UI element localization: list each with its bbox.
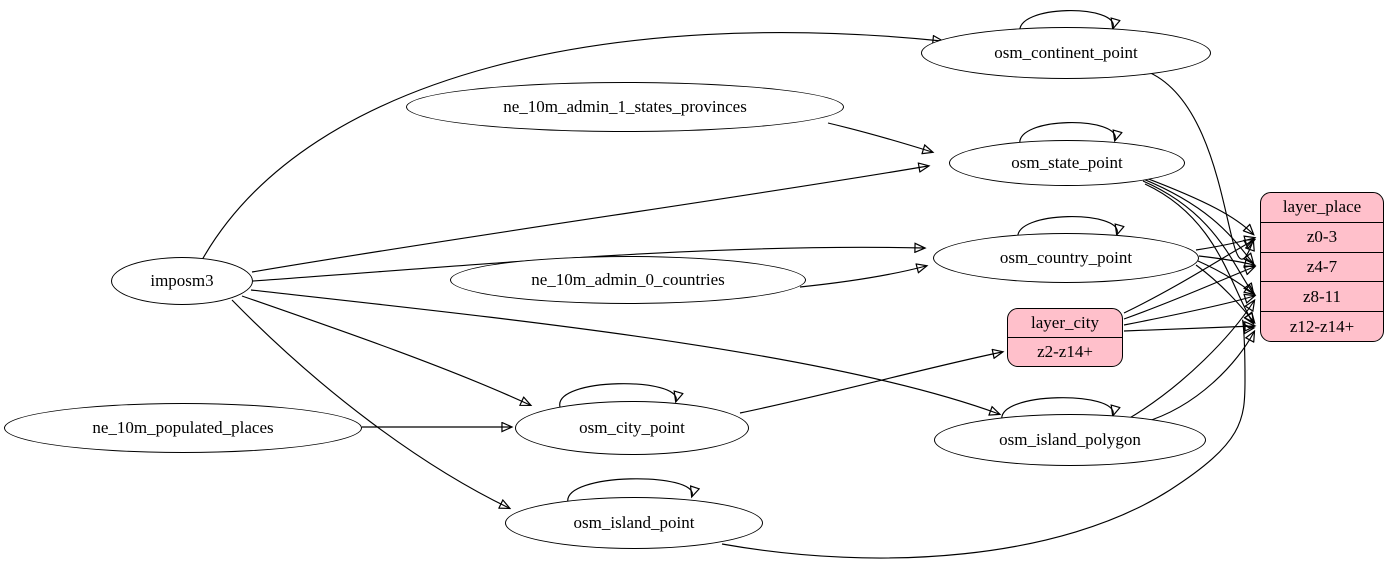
layer-place-row-z12-z14: z12-z14+ <box>1261 311 1383 341</box>
layer-city-title: layer_city <box>1031 313 1099 332</box>
edge-osm_island_point-layer_place-z12-z14 <box>721 319 1253 559</box>
node-imposm3: imposm3 <box>111 257 253 305</box>
edge-osm_city_point-layer_city <box>739 352 1002 414</box>
node-osm-island-point: osm_island_point <box>505 497 763 549</box>
edge-osm_country_point-layer_place-z4-7 <box>1198 255 1254 265</box>
node-layer-place: layer_place z0-3 z4-7 z8-11 z12-z14+ <box>1260 192 1384 342</box>
node-osm-city-point: osm_city_point <box>515 401 749 455</box>
node-osm-continent-point-label: osm_continent_point <box>994 43 1138 62</box>
edge-ne_10m_admin_0_countries-osm_country_point <box>799 266 926 288</box>
node-ne-10m-admin-1-states-provinces-label: ne_10m_admin_1_states_provinces <box>503 97 747 116</box>
edge-osm_island_polygon-layer_place-z8-11 <box>1127 301 1254 420</box>
layer-place-row-z0-3: z0-3 <box>1261 221 1383 252</box>
node-osm-state-point: osm_state_point <box>949 140 1185 186</box>
edge-osm_state_point-layer_place-z8-11 <box>1142 180 1253 293</box>
edge-layer_city-layer_place-z8-11 <box>1123 296 1254 326</box>
selfloop-osm_city_point <box>559 383 677 408</box>
node-ne-10m-admin-1-states-provinces: ne_10m_admin_1_states_provinces <box>406 82 844 132</box>
node-osm-island-polygon: osm_island_polygon <box>934 414 1206 466</box>
edge-osm_state_point-layer_place-z4-7 <box>1140 177 1253 263</box>
edge-imposm3-osm_city_point <box>241 295 530 405</box>
edge-osm_state_point-layer_place-z0-3 <box>1137 174 1253 234</box>
node-osm-island-polygon-label: osm_island_polygon <box>999 430 1141 449</box>
node-layer-city: layer_city z2-z14+ <box>1007 308 1123 367</box>
node-ne-10m-admin-0-countries-label: ne_10m_admin_0_countries <box>531 270 725 289</box>
selfloop-osm_island_point <box>567 478 693 504</box>
edge-imposm3-osm_island_point <box>231 299 509 508</box>
edge-osm_country_point-layer_place-z8-11 <box>1197 260 1254 294</box>
selfloop-osm_island_polygon <box>1001 397 1114 422</box>
node-osm-island-point-label: osm_island_point <box>573 513 695 532</box>
edge-imposm3-osm_continent_point <box>201 31 942 261</box>
node-osm-continent-point: osm_continent_point <box>921 27 1211 79</box>
node-osm-country-point-label: osm_country_point <box>999 248 1133 267</box>
edge-imposm3-osm_state_point <box>251 166 928 273</box>
edge-layer_city-layer_place-z4-7 <box>1123 267 1254 320</box>
layer-place-row-z8-11: z8-11 <box>1261 281 1383 311</box>
edge-osm_country_point-layer_place-z12-z14 <box>1195 264 1254 322</box>
layer-place-row-z4-7: z4-7 <box>1261 251 1383 282</box>
node-ne-10m-populated-places: ne_10m_populated_places <box>4 403 362 453</box>
node-imposm3-label: imposm3 <box>150 271 214 290</box>
node-osm-country-point: osm_country_point <box>933 233 1199 283</box>
layer-city-row-z2-z14: z2-z14+ <box>1008 337 1122 366</box>
node-osm-state-point-label: osm_state_point <box>1011 153 1123 172</box>
layer-place-title: layer_place <box>1282 197 1362 217</box>
node-ne-10m-admin-0-countries: ne_10m_admin_0_countries <box>450 256 806 304</box>
selfloop-osm_country_point <box>1017 216 1118 240</box>
edge-layer_city-layer_place-z0-3 <box>1123 240 1254 314</box>
edge-imposm3-osm_island_polygon <box>250 289 999 414</box>
selfloop-osm_state_point <box>1019 122 1116 146</box>
edge-osm_island_polygon-layer_place-z12-z14 <box>1141 332 1254 424</box>
node-osm-city-point-label: osm_city_point <box>579 418 685 437</box>
edge-ne_10m_admin_1_states_provinces-osm_state_point <box>827 122 932 152</box>
node-ne-10m-populated-places-label: ne_10m_populated_places <box>92 418 274 437</box>
selfloop-osm_continent_point <box>1019 10 1114 34</box>
